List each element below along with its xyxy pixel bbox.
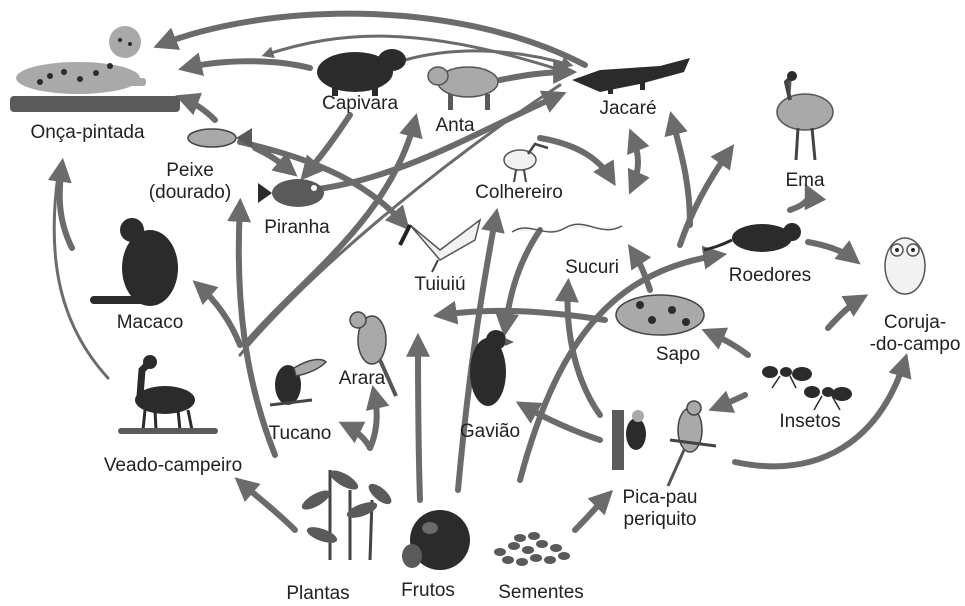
arrow-plantas-to-veado xyxy=(240,482,295,530)
label-gaviao: Gavião xyxy=(450,421,530,443)
plants-icon xyxy=(299,467,394,560)
arrow-plantas-to-arara xyxy=(370,392,377,448)
label-capivara: Capivara xyxy=(310,93,410,115)
snake-icon xyxy=(512,224,622,232)
label-sapo: Sapo xyxy=(648,344,708,366)
arrow-sapo-to-tuiuiu xyxy=(440,311,605,320)
seeds-icon xyxy=(494,532,570,566)
arrow-anta-to-jacare xyxy=(500,72,570,80)
fruit-icon xyxy=(402,510,470,570)
alligator-icon xyxy=(572,58,690,94)
label-sucuri: Sucuri xyxy=(554,257,630,279)
monkey-icon xyxy=(90,218,178,306)
arrow-sapo-to-jacare xyxy=(672,118,690,225)
frog-icon xyxy=(616,295,704,335)
label-insetos: Insetos xyxy=(765,411,855,433)
label-arara: Arara xyxy=(327,368,397,390)
arrow-roedores-to-coruja xyxy=(808,242,855,260)
label-jacare: Jacaré xyxy=(588,98,668,120)
arrow-colhereiro-to-sucuri xyxy=(540,138,612,180)
arrow-frutos-to-arara xyxy=(418,340,420,500)
arrow-macaco-to-onca xyxy=(60,165,72,248)
rodent-icon xyxy=(704,223,801,252)
label-coruja: Coruja--do-campo xyxy=(868,312,962,356)
arrow-capivara-to-jacare xyxy=(405,51,570,65)
rhea-icon xyxy=(777,71,833,160)
label-sementes: Sementes xyxy=(486,582,596,604)
arrow-plantas-to-macaco xyxy=(198,285,240,345)
arrow-capivara-to-piranha xyxy=(305,115,350,175)
label-ema: Ema xyxy=(775,170,835,192)
jaguar-icon xyxy=(10,26,180,112)
arrow-sucuri-jacare xyxy=(632,135,638,188)
arrow-peixe-to-onca xyxy=(182,98,215,120)
label-macaco: Macaco xyxy=(100,312,200,334)
arrow-plantas-to-tucano xyxy=(345,425,370,448)
toucan-icon xyxy=(270,360,326,405)
parakeet-icon xyxy=(668,401,716,486)
label-plantas: Plantas xyxy=(276,583,360,605)
arrow-insetos-to-sapo xyxy=(708,332,748,355)
label-peixe: Peixe(dourado) xyxy=(140,160,240,204)
woodpecker-icon xyxy=(612,410,646,470)
arrow-capivara-to-onca xyxy=(185,61,310,68)
arrow-insetos-to-picapau xyxy=(715,395,745,408)
deer-icon xyxy=(118,355,218,434)
label-tucano: Tucano xyxy=(258,423,342,445)
label-onca: Onça-pintada xyxy=(0,122,175,144)
ant-icon xyxy=(762,366,852,410)
tapir-icon xyxy=(428,67,498,110)
stork-icon xyxy=(400,220,480,272)
arrow-insetos-to-coruja xyxy=(828,298,862,328)
label-colhereiro: Colhereiro xyxy=(463,182,575,204)
label-piranha: Piranha xyxy=(252,217,342,239)
arrow-roedores-to-ema xyxy=(790,190,809,210)
piranha-icon xyxy=(258,179,324,207)
owl-icon xyxy=(885,238,925,294)
label-roedores: Roedores xyxy=(715,265,825,287)
label-tuiuiu: Tuiuiú xyxy=(400,274,480,296)
spoonbill-icon xyxy=(504,144,548,182)
arrow-sementes-to-picapau xyxy=(575,495,608,530)
capybara-icon xyxy=(317,49,406,96)
label-frutos: Frutos xyxy=(390,580,466,602)
label-anta: Anta xyxy=(425,115,485,137)
label-veado: Veado-campeiro xyxy=(88,455,258,477)
label-picapau: Pica-pauperiquito xyxy=(618,487,702,531)
